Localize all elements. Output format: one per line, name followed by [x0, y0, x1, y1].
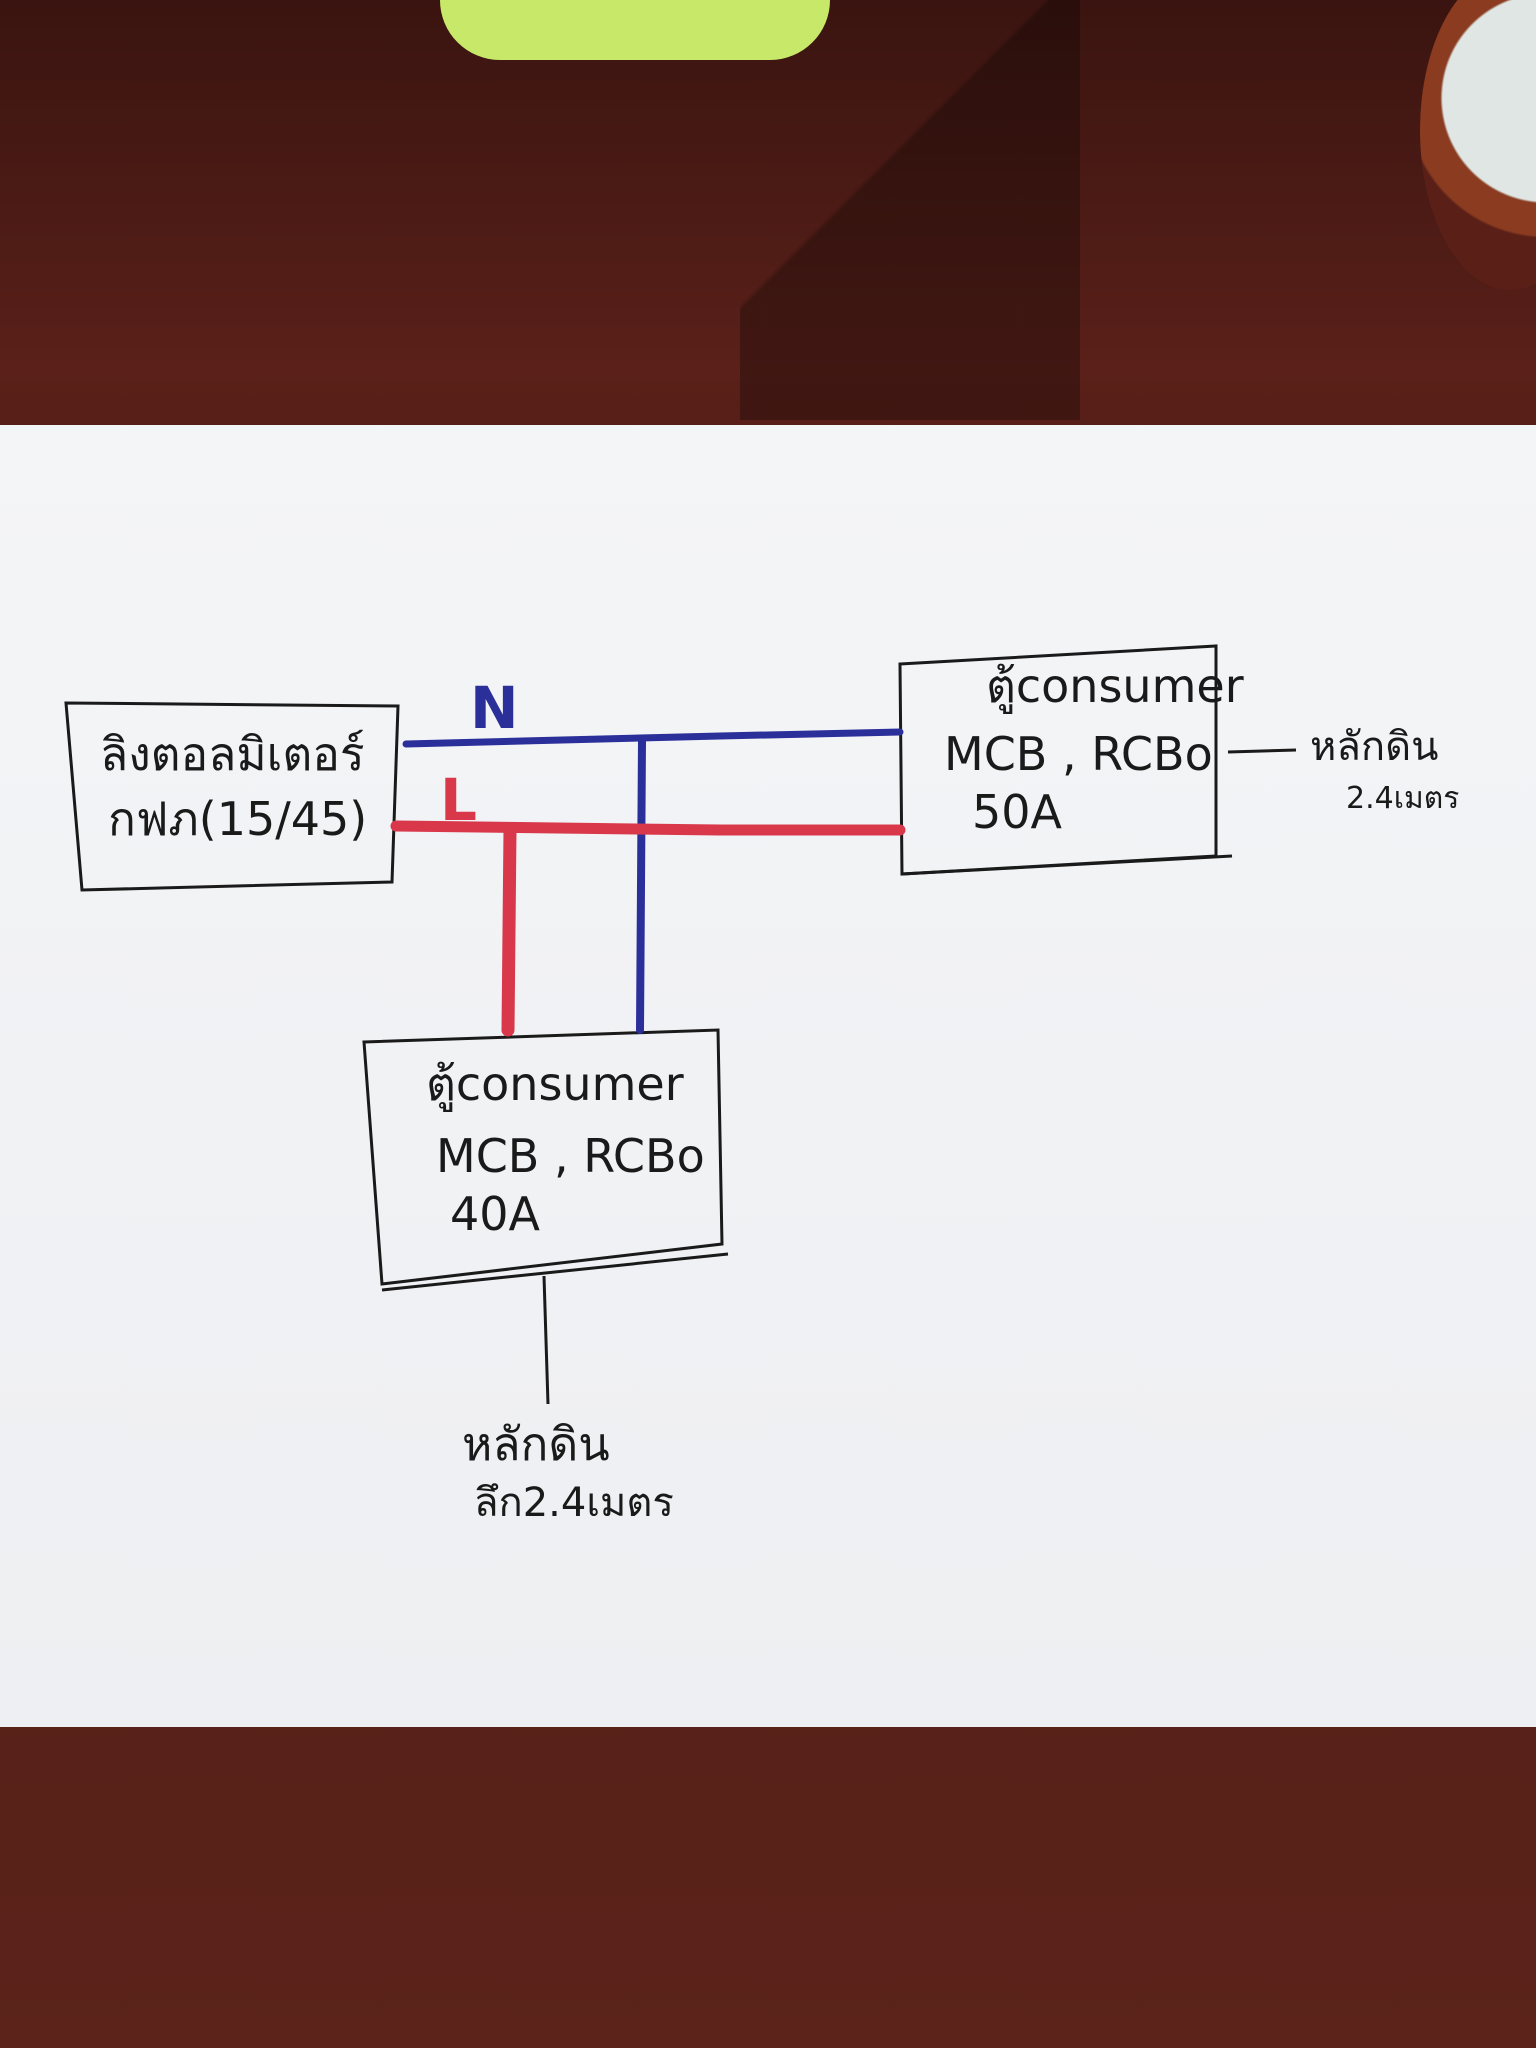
neutral-wire-main	[402, 728, 904, 748]
ground-wire-bottom	[542, 1275, 550, 1405]
live-wire-drop	[501, 823, 517, 1037]
green-bottle	[440, 0, 830, 60]
consumer-bottom-line3: 40A	[450, 1187, 541, 1241]
table-shadow	[740, 0, 1080, 420]
consumer-box-right-base	[901, 854, 1233, 876]
ground-bottom-line1: หลักดิน	[462, 1417, 610, 1471]
meter-label-line1: ลิงตอลมิเตอร์	[100, 727, 365, 781]
ground-wire-right	[1227, 748, 1297, 754]
ground-right-line1: หลักดิน	[1310, 724, 1438, 770]
ground-bottom-line2: ลึก2.4เมตร	[474, 1480, 674, 1526]
paper-sheet	[0, 425, 1536, 1727]
live-label: L	[440, 766, 477, 834]
consumer-bottom-line2: MCB , RCBo	[436, 1129, 705, 1183]
consumer-right-line1: ตู้consumer	[986, 659, 1244, 714]
consumer-bottom-line1: ตู้consumer	[426, 1057, 684, 1112]
neutral-label: N	[470, 674, 519, 742]
live-wire-main	[390, 820, 906, 836]
ground-right-line2: 2.4เมตร	[1346, 781, 1459, 816]
meter-label-line2: กฟภ(15/45)	[108, 792, 367, 846]
consumer-right-line3: 50A	[972, 785, 1063, 839]
neutral-wire-drop	[636, 736, 646, 1034]
consumer-right-line2: MCB , RCBo	[944, 727, 1213, 781]
consumer-box-bottom	[362, 1028, 724, 1286]
consumer-box-bottom-base	[381, 1252, 729, 1292]
meter-box	[64, 701, 400, 892]
